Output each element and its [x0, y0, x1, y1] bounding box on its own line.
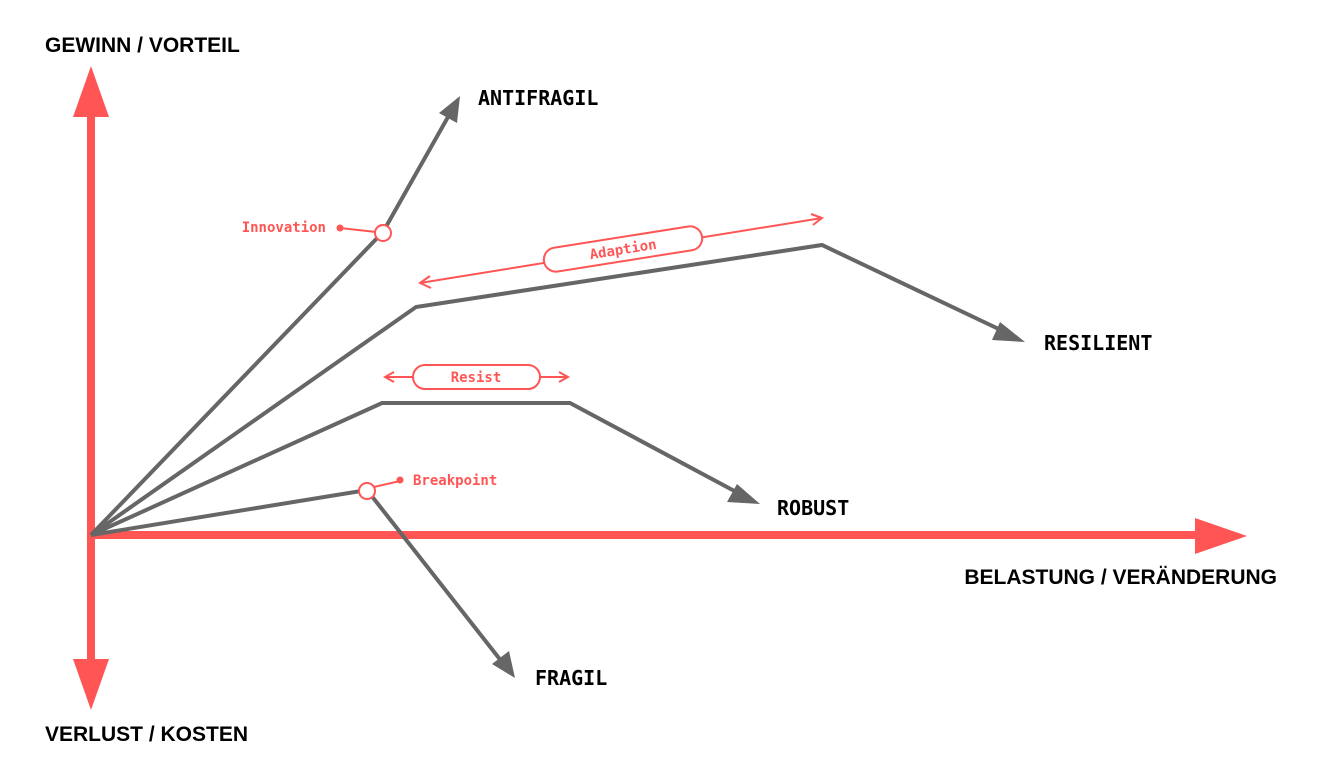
breakpoint-label: Breakpoint — [413, 473, 497, 489]
fragil-arrowhead — [492, 651, 515, 678]
breakpoint-marker — [358, 482, 376, 500]
x-axis-label: BELASTUNG / VERÄNDERUNG — [964, 566, 1277, 589]
robust-arrowhead — [727, 484, 760, 504]
x-axis — [88, 518, 1247, 554]
y-axis-up-arrowhead — [73, 66, 109, 117]
antifragil-arrowhead — [439, 96, 460, 123]
innovation-annotation: Innovation — [242, 220, 392, 242]
breakpoint-annotation: Breakpoint — [358, 473, 497, 500]
adaption-annotation: Adaption — [417, 213, 825, 289]
innovation-marker — [374, 224, 392, 242]
y-axis — [73, 66, 109, 710]
robust-label: ROBUST — [777, 496, 849, 520]
innovation-label: Innovation — [242, 220, 326, 236]
resist-annotation: Resist — [382, 364, 571, 390]
curve-fragil — [90, 487, 515, 678]
y-axis-down-arrowhead — [73, 659, 109, 710]
fragil-label: FRAGIL — [535, 666, 607, 690]
curve-robust — [90, 401, 760, 537]
y-axis-negative-label: VERLUST / KOSTEN — [45, 723, 248, 746]
resist-label: Resist — [451, 370, 502, 386]
antifragil-label: ANTIFRAGIL — [478, 86, 598, 110]
y-axis-positive-label: GEWINN / VORTEIL — [45, 34, 240, 57]
curve-resilient — [89, 242, 1025, 537]
resilient-arrowhead — [992, 322, 1025, 342]
resilient-label: RESILIENT — [1044, 331, 1152, 355]
x-axis-arrowhead — [1195, 518, 1247, 554]
